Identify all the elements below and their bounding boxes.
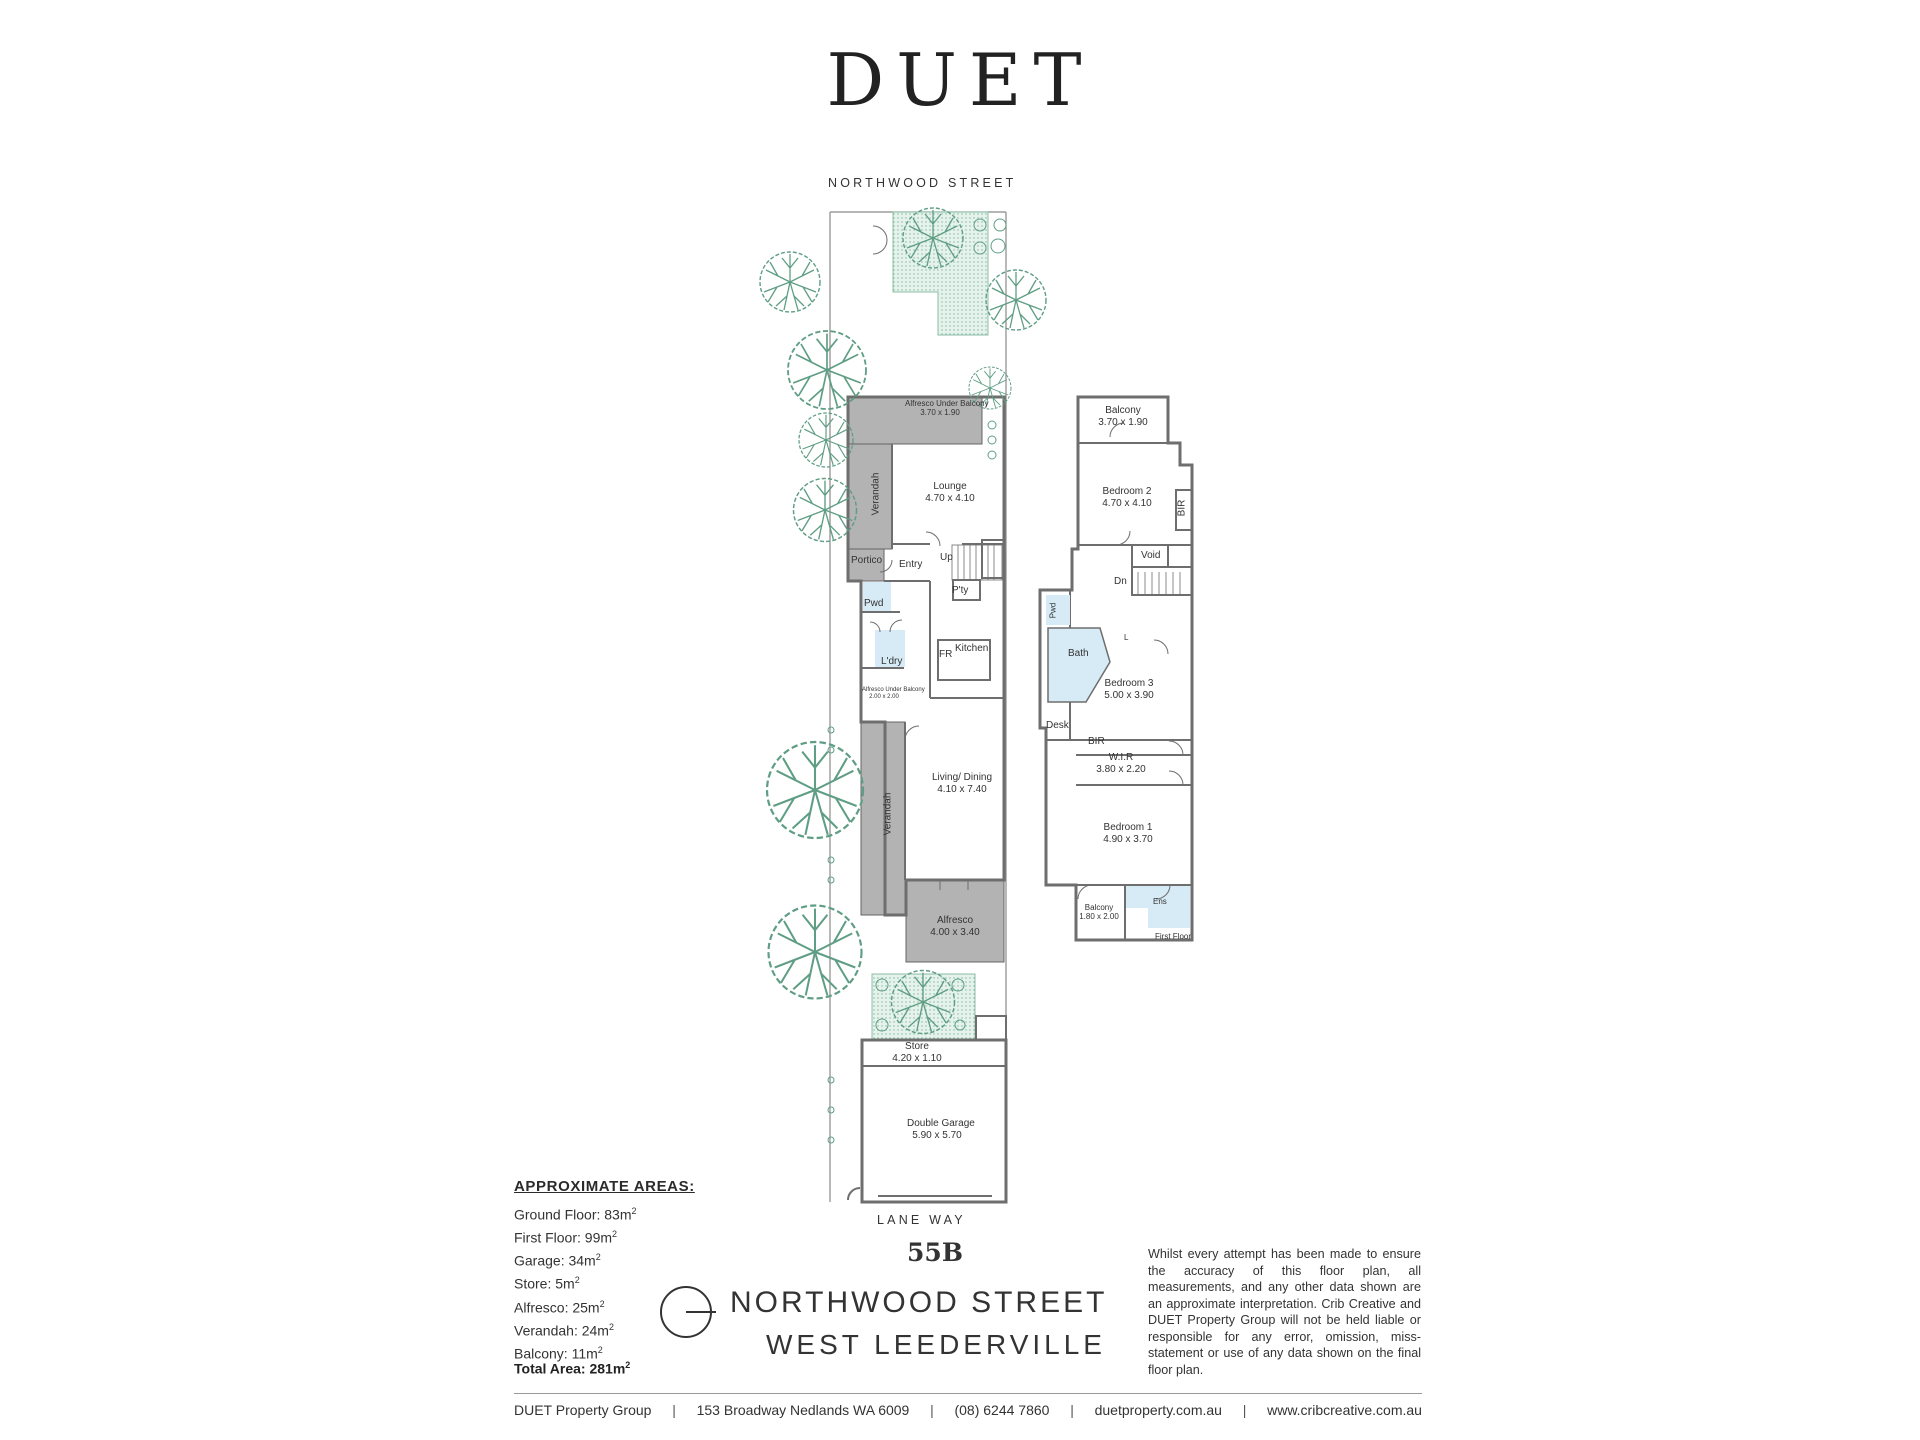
total-area: Total Area: 281m2: [514, 1360, 631, 1377]
footer: DUET Property Group | 153 Broadway Nedla…: [514, 1402, 1422, 1418]
label-up: Up: [940, 552, 953, 563]
room-portico: Portico: [851, 555, 883, 566]
brand-logo: DUET: [826, 38, 1094, 122]
street-label-bottom: LANE WAY: [877, 1213, 966, 1227]
label-void: Void: [1141, 550, 1161, 561]
area-ground-floor: Ground Floor: 83m2: [514, 1206, 637, 1223]
room-powder: Pwd: [864, 598, 884, 609]
room-pantry: P'ty: [952, 585, 969, 596]
disclaimer: Whilst every attempt has been made to en…: [1148, 1247, 1421, 1377]
room-verandah-2: Verandah: [882, 792, 894, 836]
room-powder-first: Pwd: [1048, 602, 1058, 619]
first-floor-caption: First Floor: [1155, 932, 1191, 941]
footer-divider: [514, 1393, 1422, 1394]
footer-separator: |: [1070, 1402, 1074, 1418]
footer-company: DUET Property Group: [514, 1402, 652, 1418]
area-garage: Garage: 34m2: [514, 1252, 601, 1269]
street-number: 55B: [907, 1238, 963, 1267]
footer-address: 153 Broadway Nedlands WA 6009: [696, 1402, 910, 1418]
area-verandah: Verandah: 24m2: [514, 1321, 614, 1339]
label-linen: L: [1124, 633, 1129, 642]
footer-separator: |: [1242, 1402, 1247, 1418]
room-kitchen: Kitchen: [955, 643, 989, 654]
footer-website-crib: www.cribcreative.com.au: [1267, 1402, 1422, 1418]
footer-separator: |: [930, 1402, 934, 1418]
label-desk: Desk: [1046, 720, 1069, 731]
area-balcony: Balcony: 11m2: [514, 1344, 603, 1362]
label-fridge: FR: [939, 649, 953, 660]
room-verandah-1: Verandah: [870, 472, 882, 516]
area-alfresco: Alfresco: 25m2: [514, 1298, 605, 1316]
areas-title: APPROXIMATE AREAS:: [514, 1178, 695, 1195]
footer-separator: |: [672, 1402, 676, 1418]
areas-list: Ground Floor: 83m2 First Floor: 99m2 Gar…: [514, 1202, 637, 1364]
footer-website-duet: duetproperty.com.au: [1094, 1402, 1222, 1418]
address-street: NORTHWOOD STREET: [730, 1286, 1108, 1319]
footer-phone: (08) 6244 7860: [954, 1402, 1050, 1418]
address-logo-icon: [660, 1286, 716, 1338]
room-bir-2: BIR: [1088, 736, 1105, 747]
room-laundry: L'dry: [881, 656, 903, 667]
room-entry: Entry: [899, 559, 923, 570]
street-label-top: NORTHWOOD STREET: [828, 176, 1017, 190]
area-store: Store: 5m2: [514, 1275, 580, 1293]
area-first-floor: First Floor: 99m2: [514, 1229, 618, 1246]
label-down: Dn: [1114, 576, 1127, 587]
room-bath: Bath: [1068, 648, 1089, 659]
room-bir-1: BIR: [1176, 499, 1188, 517]
address-suburb: WEST LEEDERVILLE: [766, 1329, 1106, 1360]
room-ensuite: Ens: [1153, 897, 1167, 906]
